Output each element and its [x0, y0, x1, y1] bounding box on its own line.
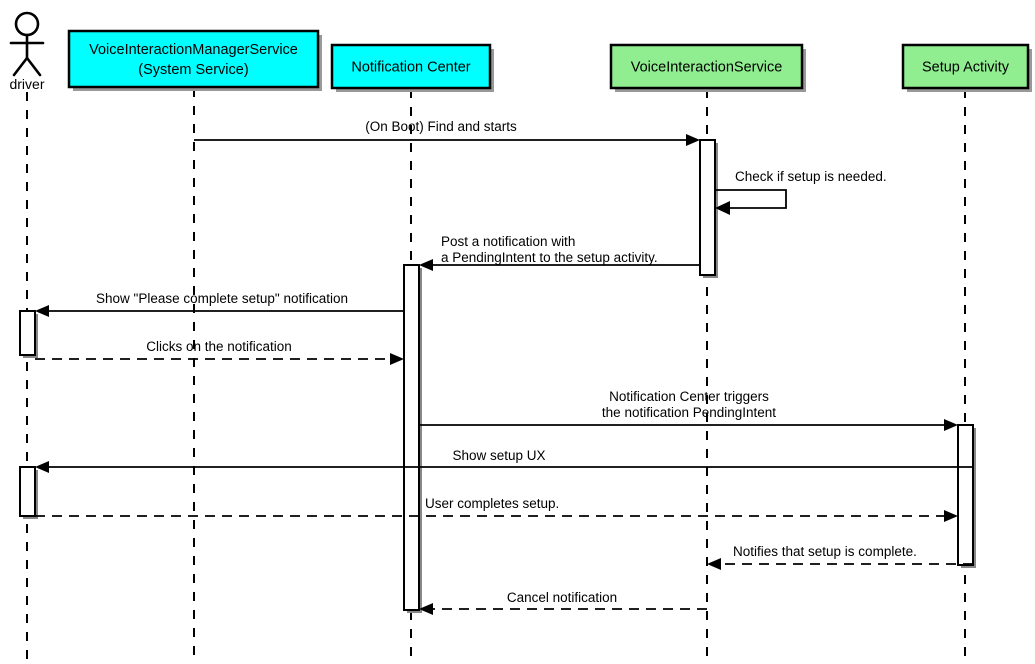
message-notifies-setup-complete[interactable]: Notifies that setup is complete. — [707, 544, 973, 570]
message-on-boot-find-and-starts[interactable]: (On Boot) Find and starts — [194, 119, 700, 146]
message-label-clicks-notification: Clicks on the notification — [146, 339, 292, 354]
arrow-head-notifies-setup-complete — [707, 558, 721, 570]
message-label-trigger-pendingintent-line1: Notification Center triggers — [609, 389, 769, 404]
message-show-setup-ux[interactable]: Show setup UX — [35, 448, 973, 473]
participant-box-notification-center[interactable] — [330, 43, 492, 90]
message-line-check-setup-self — [716, 189, 787, 209]
arrow-head-check-setup — [715, 201, 730, 215]
message-check-if-setup-is-needed[interactable]: Check if setup is needed. — [715, 169, 887, 215]
activation-bar-driver-setup — [19, 466, 36, 517]
participant-voice-interaction-service[interactable]: VoiceInteractionService — [609, 43, 806, 92]
message-clicks-on-the-notification[interactable]: Clicks on the notification — [35, 339, 404, 365]
participant-driver[interactable]: driver — [9, 11, 45, 92]
arrow-head-show-notification — [35, 305, 49, 317]
message-label-check-setup: Check if setup is needed. — [735, 169, 887, 184]
arrow-head-show-setup-ux — [35, 461, 49, 473]
activation-bar-notification-center-main — [403, 264, 420, 611]
participant-label-driver: driver — [9, 76, 44, 92]
message-label-show-setup-ux: Show setup UX — [452, 448, 545, 463]
participant-notification-center[interactable]: Notification Center — [330, 43, 494, 92]
message-triggers-pendingintent[interactable]: Notification Center triggers the notific… — [419, 389, 958, 431]
arrow-head-user-completes-setup — [944, 510, 958, 522]
arrow-head-trigger-pendingintent — [944, 419, 958, 431]
participant-setup-activity[interactable]: Setup Activity — [901, 43, 1032, 92]
message-label-trigger-pendingintent-line2: the notification PendingIntent — [602, 405, 776, 420]
message-label-post-notification-line2: a PendingIntent to the setup activity. — [441, 250, 658, 265]
message-label-cancel-notification: Cancel notification — [507, 590, 617, 605]
message-label-post-notification-line1: Post a notification with — [441, 234, 575, 249]
participant-label-vims-line2: (System Service) — [138, 62, 248, 78]
actor-leg-right-icon — [25, 56, 42, 77]
participant-label-setup-activity: Setup Activity — [922, 59, 1010, 75]
message-label-on-boot: (On Boot) Find and starts — [365, 119, 517, 134]
actor-head-icon — [14, 11, 40, 37]
message-post-notification[interactable]: Post a notification with a PendingIntent… — [419, 234, 700, 271]
participant-label-vims-line1: VoiceInteractionManagerService — [89, 42, 298, 58]
message-label-user-completes-setup: User completes setup. — [425, 496, 559, 511]
participant-box-setup-activity[interactable] — [901, 43, 1030, 90]
arrow-head-clicks-notification — [390, 353, 404, 365]
activation-bar-voice-interaction-service-boot — [699, 139, 716, 276]
message-user-completes-setup[interactable]: User completes setup. — [35, 496, 958, 522]
message-cancel-notification[interactable]: Cancel notification — [419, 590, 707, 615]
participant-vims[interactable]: VoiceInteractionManagerService (System S… — [67, 29, 322, 91]
message-show-please-complete-setup-notification[interactable]: Show "Please complete setup" notificatio… — [35, 291, 404, 317]
arrow-head-on-boot — [686, 134, 700, 146]
participant-box-voice-interaction-service[interactable] — [609, 43, 804, 90]
arrow-head-cancel-notification — [419, 603, 433, 615]
message-label-show-notification: Show "Please complete setup" notificatio… — [96, 291, 348, 306]
activation-bars-layer — [19, 139, 976, 613]
participant-label-notification-center: Notification Center — [351, 59, 470, 75]
participant-box-vims[interactable] — [67, 29, 320, 89]
actor-leg-left-icon — [12, 56, 29, 77]
message-label-notifies-setup-complete: Notifies that setup is complete. — [733, 544, 917, 559]
participant-label-voice-interaction-service: VoiceInteractionService — [631, 59, 783, 75]
arrow-head-post-notification — [419, 259, 433, 271]
activation-bar-driver-notification — [19, 310, 36, 356]
activation-bar-setup-activity — [957, 424, 974, 566]
